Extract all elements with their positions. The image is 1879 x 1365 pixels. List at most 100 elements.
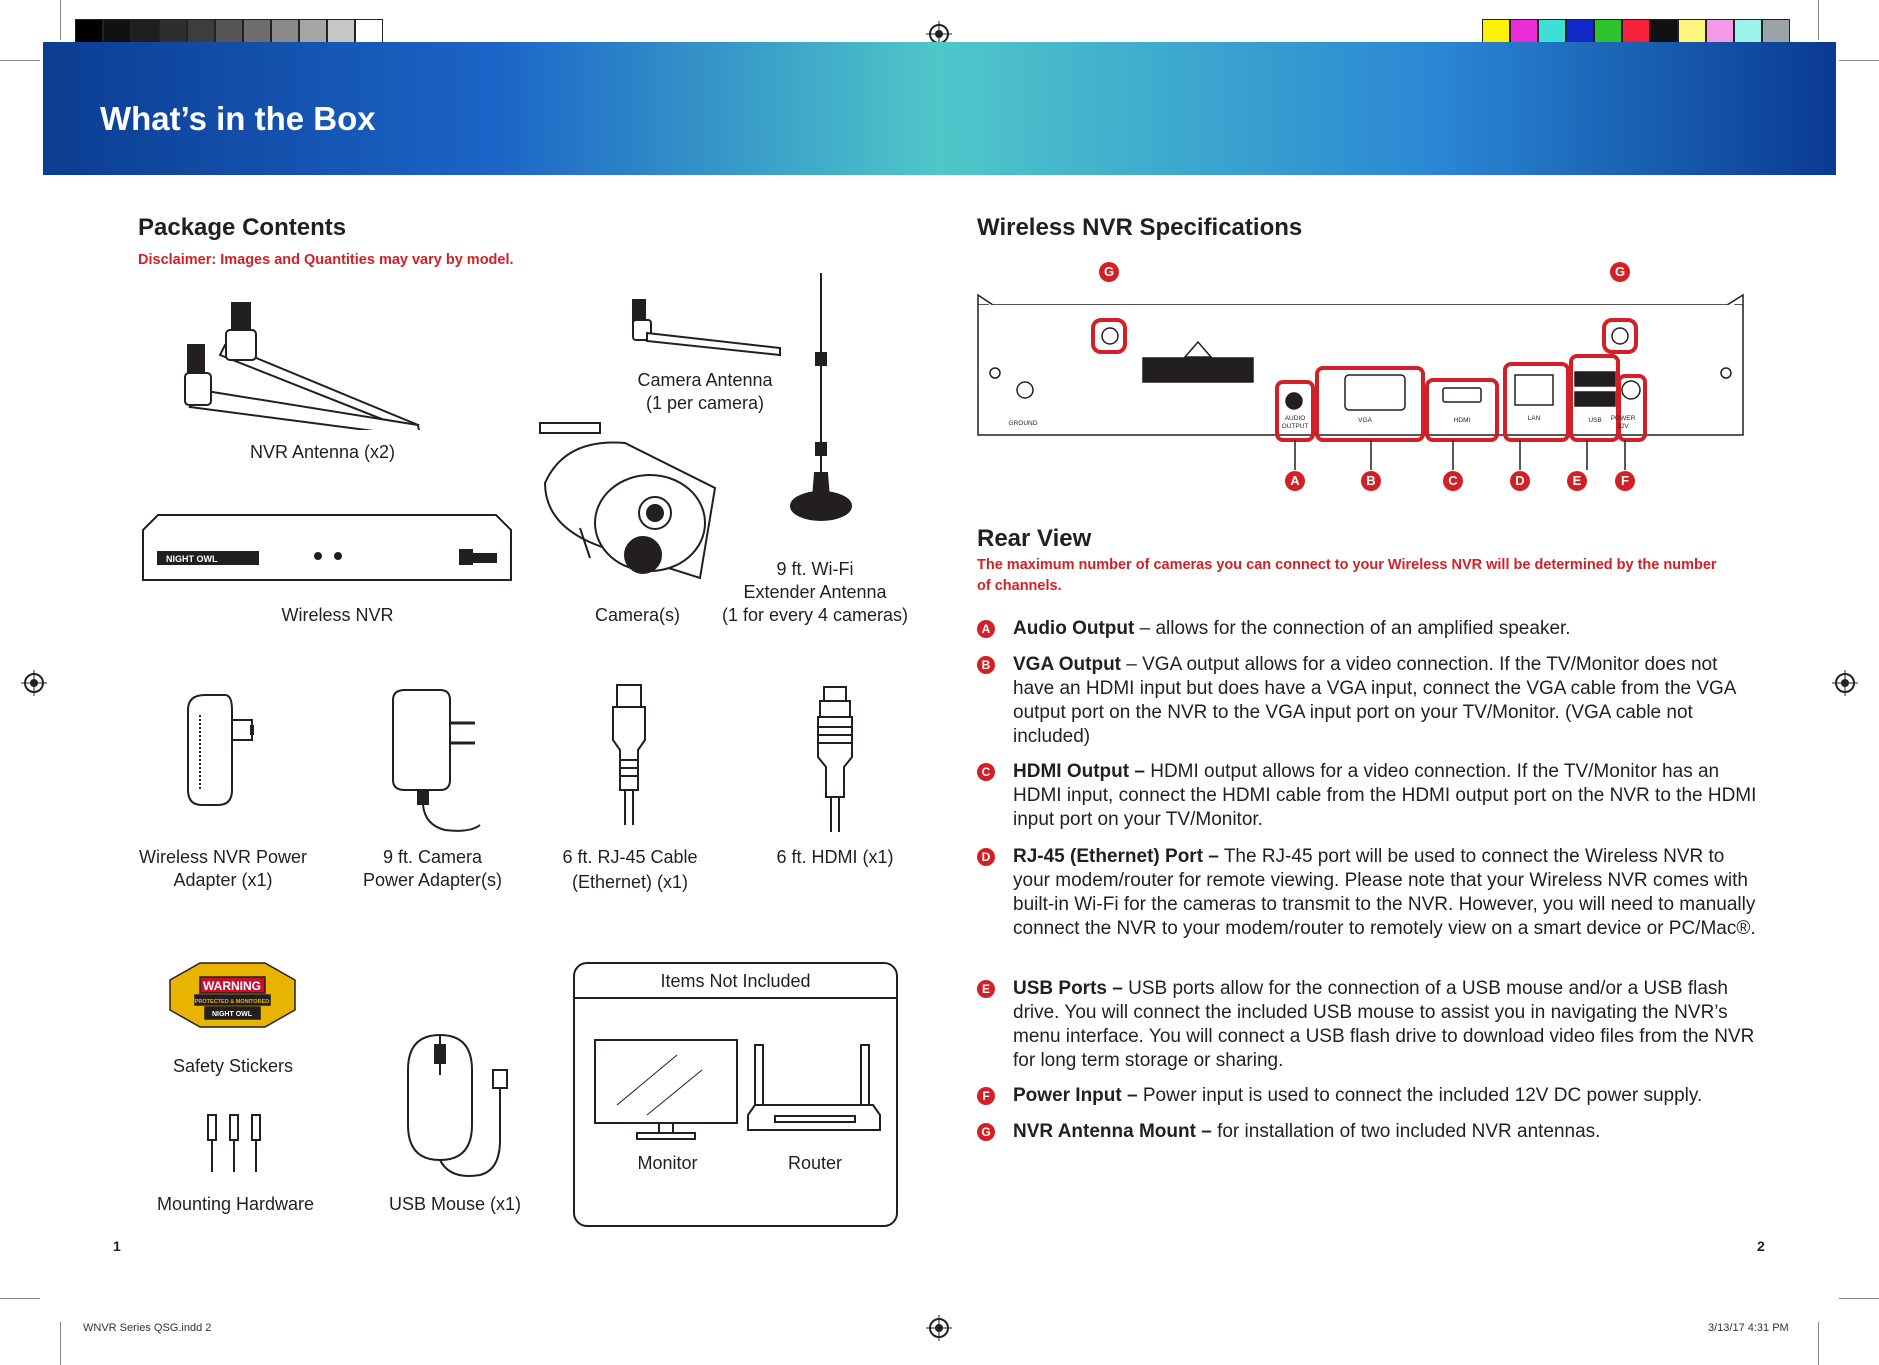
wireless-nvr-caption: Wireless NVR xyxy=(281,605,394,625)
router-caption: Router xyxy=(787,1153,843,1173)
lan-label: LAN xyxy=(1528,415,1541,422)
spec-badge-c: C xyxy=(977,763,995,781)
nvr-antenna-illustration xyxy=(184,302,420,430)
sticker-warning-text: WARNING xyxy=(203,979,261,993)
crop-mark xyxy=(1839,60,1879,61)
not-included-title: Items Not Included xyxy=(660,971,811,991)
wifi-extender-caption-3: (1 for every 4 cameras) xyxy=(721,605,909,625)
callout-f: F xyxy=(1615,471,1635,491)
header-banner xyxy=(43,42,1836,175)
crop-mark xyxy=(1839,1298,1879,1299)
monitor-illustration xyxy=(594,1039,738,1140)
usb-label: USB xyxy=(1588,417,1601,424)
nvr-power-adapter-illustration xyxy=(187,694,254,806)
power-label-1: POWER xyxy=(1611,415,1636,422)
rj45-caption-1: 6 ft. RJ-45 Cable xyxy=(562,847,698,867)
caution-label: CAUTION xyxy=(1170,388,1220,400)
callout-g-right: G xyxy=(1610,262,1630,282)
wifi-extender-caption-1: 9 ft. Wi-Fi xyxy=(776,559,854,579)
crop-mark xyxy=(60,1322,61,1365)
spec-name: RJ-45 (Ethernet) Port – xyxy=(1013,846,1219,867)
camera-power-adapter-caption-2: Power Adapter(s) xyxy=(362,870,503,890)
audio-label-1: AUDIO xyxy=(1285,415,1306,422)
spec-item: F Power Input – Power input is used to c… xyxy=(977,1084,1757,1108)
spec-text: The RJ-45 port will be used to connect t… xyxy=(1013,846,1756,939)
callout-e: E xyxy=(1567,471,1587,491)
spec-item: E USB Ports – USB ports allow for the co… xyxy=(977,977,1757,1073)
camera-caption: Camera(s) xyxy=(594,605,680,625)
wifi-extender-caption-2: Extender Antenna xyxy=(743,582,887,602)
spec-name: USB Ports – xyxy=(1013,978,1123,999)
nvr-antenna-caption: NVR Antenna (x2) xyxy=(249,442,396,462)
spec-name: NVR Antenna Mount – xyxy=(1013,1121,1212,1142)
vga-label: VGA xyxy=(1358,417,1372,424)
callout-d: D xyxy=(1510,471,1530,491)
page-title: What’s in the Box xyxy=(100,100,376,137)
spec-text: for installation of two included NVR ant… xyxy=(1217,1121,1601,1142)
rj45-caption-2: (Ethernet) (x1) xyxy=(571,872,689,892)
spec-text: VGA output allows for a video connection… xyxy=(1013,654,1736,747)
nvr-rear-panel-diagram: CAUTION GROUND AUDIO OUTPUT VGA HDMI LAN… xyxy=(977,293,1744,470)
spec-text: allows for the connection of an amplifie… xyxy=(1155,618,1571,639)
disclaimer: Disclaimer: Images and Quantities may va… xyxy=(138,252,514,268)
rear-view-heading: Rear View xyxy=(977,525,1092,552)
spec-name: Audio Output xyxy=(1013,618,1135,639)
callout-a: A xyxy=(1285,471,1305,491)
registration-mark-icon xyxy=(926,1315,952,1341)
not-included-box xyxy=(573,962,898,1227)
sticker-brand-text: NIGHT OWL xyxy=(212,1011,253,1018)
nvr-brand-text: NIGHT OWL xyxy=(166,554,218,564)
spec-item: G NVR Antenna Mount – for installation o… xyxy=(977,1120,1757,1144)
footer-file: WNVR Series QSG.indd 2 xyxy=(83,1322,212,1334)
power-label-2: 12V xyxy=(1617,423,1629,430)
usb-mouse-caption: USB Mouse (x1) xyxy=(388,1194,522,1214)
crop-mark xyxy=(0,60,40,61)
spec-badge-b: B xyxy=(977,656,995,674)
usb-mouse-illustration xyxy=(407,1033,508,1177)
monitor-caption: Monitor xyxy=(637,1153,698,1173)
camera-antenna-illustration xyxy=(632,299,781,357)
callout-g-left: G xyxy=(1099,262,1119,282)
spec-text: HDMI output allows for a video connectio… xyxy=(1013,761,1757,830)
crop-mark xyxy=(60,0,61,40)
ground-label: GROUND xyxy=(1009,420,1038,427)
spec-item: A Audio Output – allows for the connecti… xyxy=(977,617,1757,641)
hdmi-cable-illustration xyxy=(817,686,853,832)
audio-label-2: OUTPUT xyxy=(1282,423,1309,430)
hdmi-caption: 6 ft. HDMI (x1) xyxy=(776,847,894,867)
nvr-specifications-heading: Wireless NVR Specifications xyxy=(977,214,1303,241)
callout-b: B xyxy=(1361,471,1381,491)
camera-illustration xyxy=(539,422,717,580)
spec-name: VGA Output xyxy=(1013,654,1121,675)
package-contents-heading: Package Contents xyxy=(138,214,347,241)
spec-text: Power input is used to connect the inclu… xyxy=(1142,1085,1703,1106)
spec-name: Power Input – xyxy=(1013,1085,1138,1106)
spec-item: C HDMI Output – HDMI output allows for a… xyxy=(977,760,1757,832)
registration-mark-icon xyxy=(1832,670,1858,696)
rj45-cable-illustration xyxy=(612,684,646,825)
page-number-left: 1 xyxy=(113,1238,121,1254)
spec-badge-e: E xyxy=(977,980,995,998)
spec-badge-f: F xyxy=(977,1087,995,1105)
page-number-right: 2 xyxy=(1757,1238,1765,1254)
mounting-hardware-illustration xyxy=(207,1114,261,1172)
safety-stickers-caption: Safety Stickers xyxy=(172,1056,294,1076)
spec-text: USB ports allow for the connection of a … xyxy=(1013,978,1755,1071)
router-illustration xyxy=(747,1044,881,1131)
spec-badge-g: G xyxy=(977,1123,995,1141)
camera-antenna-caption-1: Camera Antenna xyxy=(637,370,773,390)
wifi-extender-antenna-illustration xyxy=(790,273,852,521)
rear-view-note: The maximum number of cameras you can co… xyxy=(977,557,1717,594)
nvr-power-adapter-caption-2: Adapter (x1) xyxy=(173,870,273,890)
crop-mark xyxy=(1818,1322,1819,1365)
hdmi-label: HDMI xyxy=(1454,417,1471,424)
spec-name: HDMI Output – xyxy=(1013,761,1145,782)
wireless-nvr-illustration: NIGHT OWL xyxy=(142,514,512,581)
crop-mark xyxy=(0,1298,40,1299)
spec-item: D RJ-45 (Ethernet) Port – The RJ-45 port… xyxy=(977,845,1757,941)
spec-item: B VGA Output – VGA output allows for a v… xyxy=(977,653,1757,749)
callout-c: C xyxy=(1443,471,1463,491)
spec-badge-a: A xyxy=(977,620,995,638)
registration-mark-icon xyxy=(21,670,47,696)
spec-badge-d: D xyxy=(977,848,995,866)
